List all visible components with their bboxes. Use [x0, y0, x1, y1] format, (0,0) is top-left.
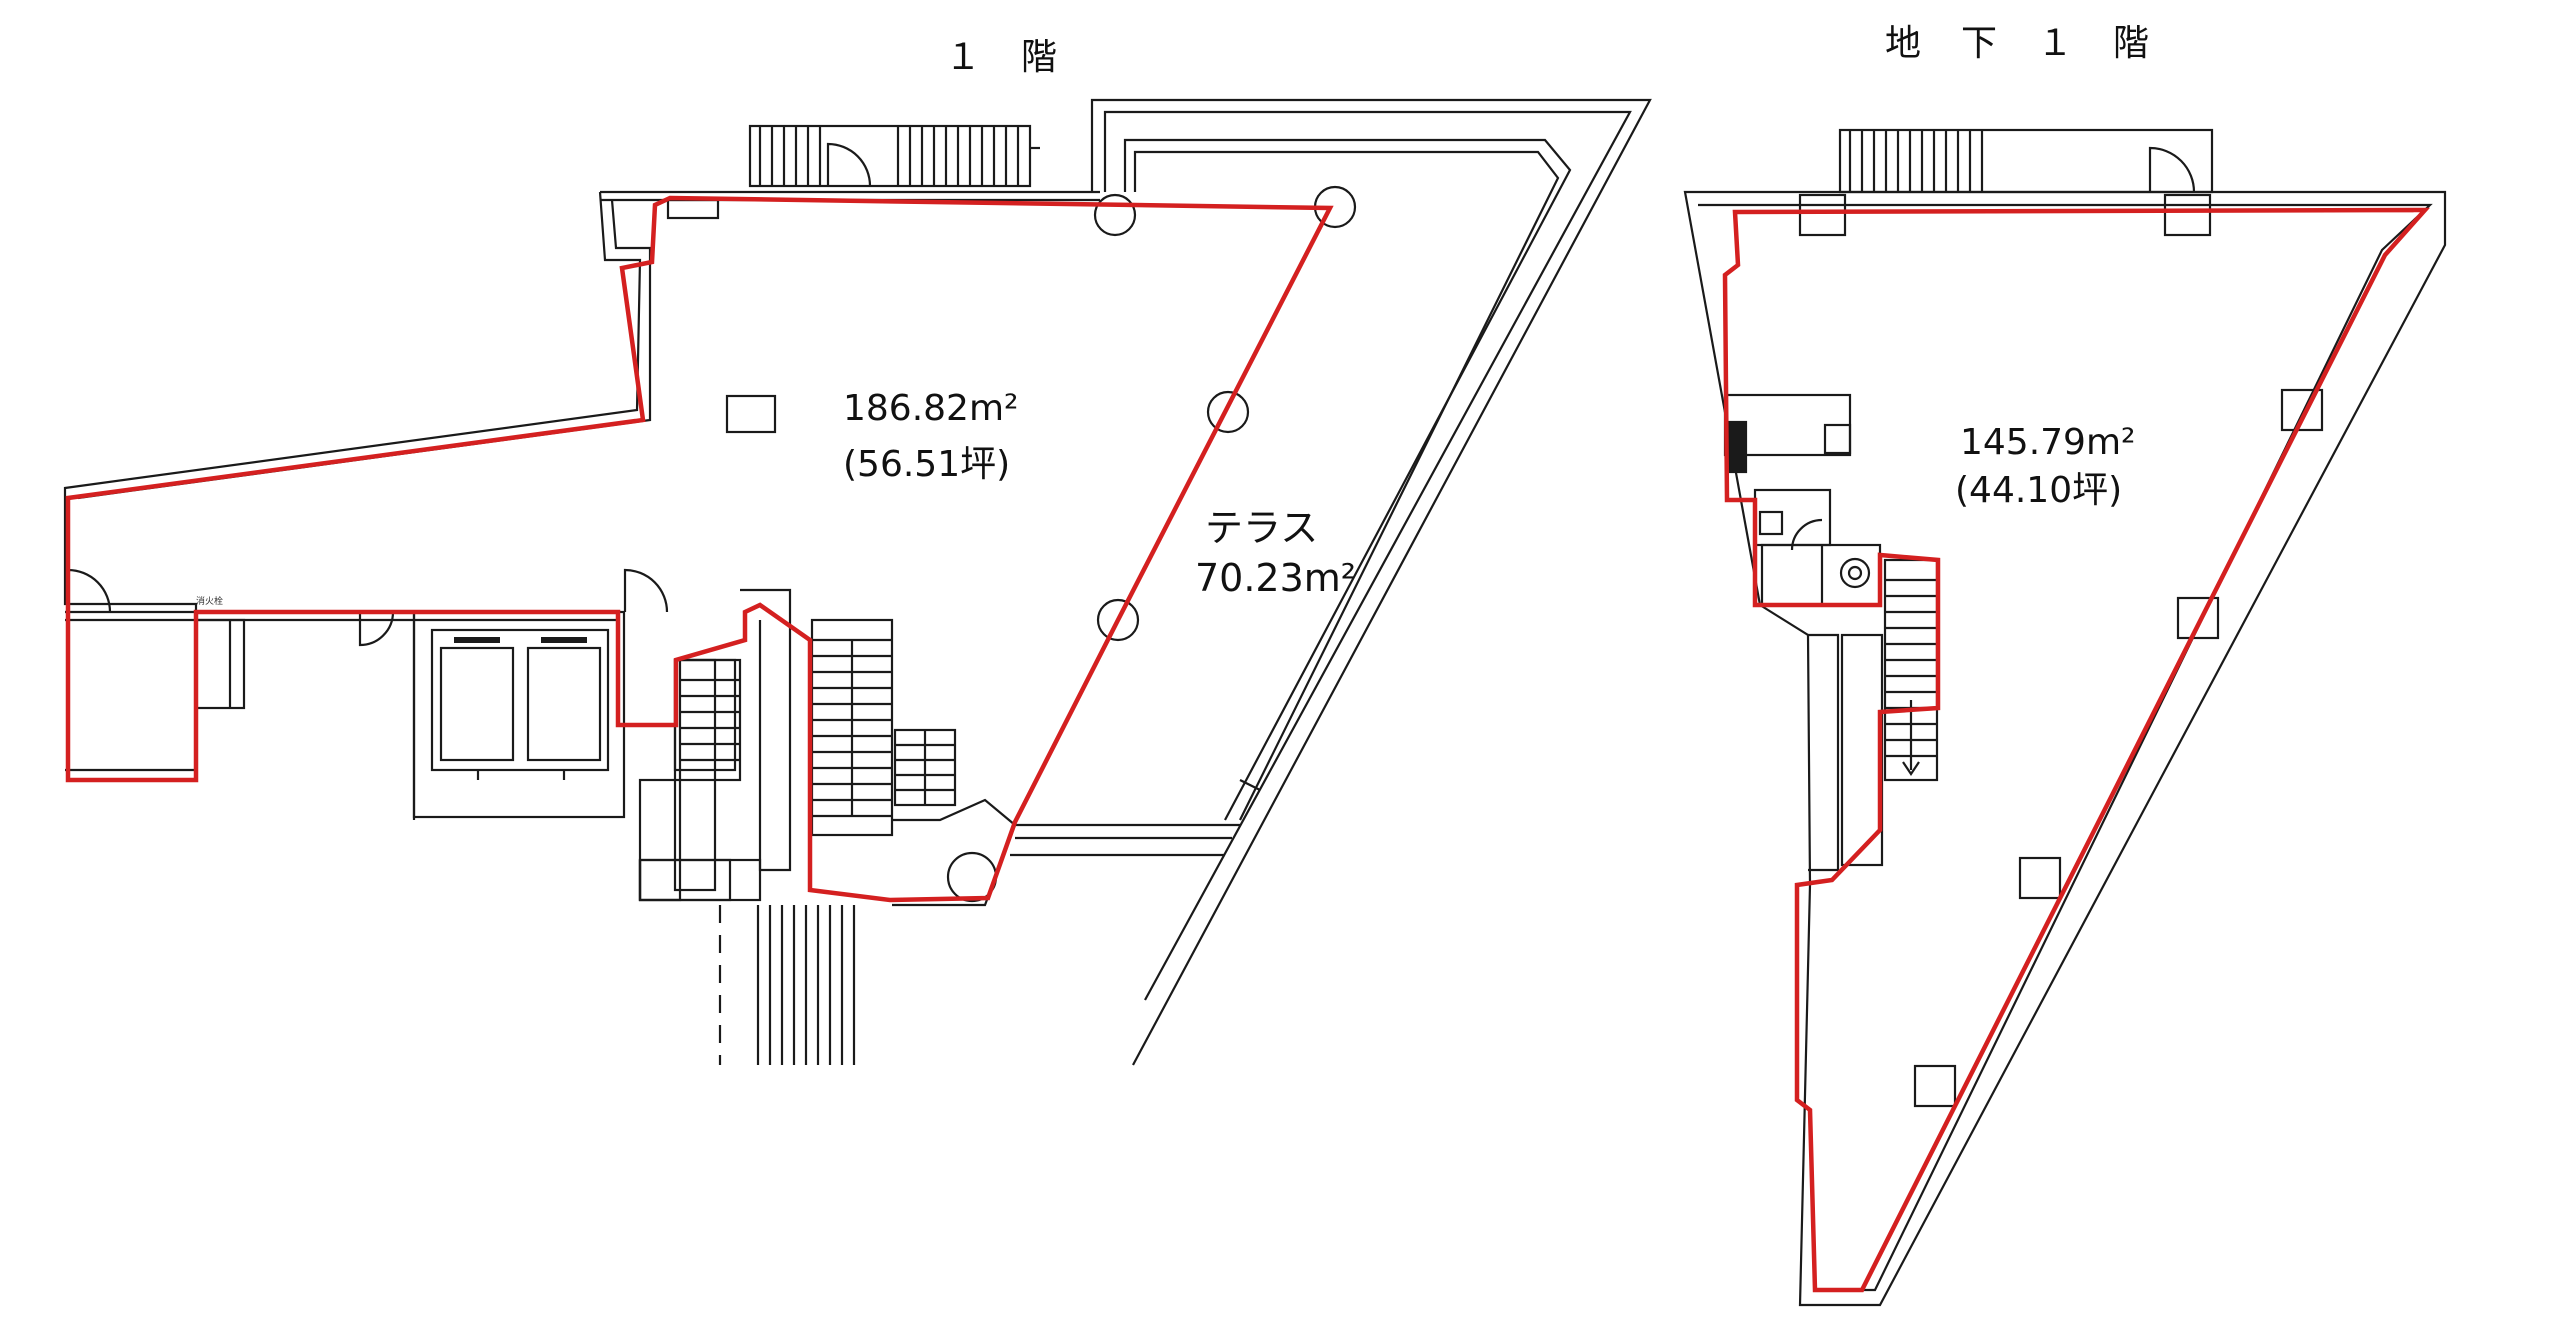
basement-floor-plan	[1683, 128, 2447, 1307]
first-floor-room-tsubo: (56.51坪)	[843, 444, 1011, 485]
first-floor-red-boundary	[65, 195, 1334, 903]
terrace-label: テラス	[1205, 506, 1319, 550]
hydrant-label: 消火栓	[196, 597, 224, 607]
basement-top-stair	[1838, 128, 2214, 194]
first-floor-room-area: 186.82m²	[843, 388, 1019, 429]
first-floor-top-stair	[748, 124, 1040, 188]
basement-room-area: 145.79m²	[1960, 422, 2136, 463]
first-floor-title: １ 階	[945, 37, 1060, 78]
basement-floor-title: 地 下 １ 階	[1885, 23, 2152, 64]
elevator-core	[412, 610, 626, 820]
first-floor-stair-core	[638, 588, 1017, 907]
first-floor-outer-wall	[63, 191, 642, 772]
basement-outer-wall	[1683, 190, 2447, 1307]
exterior-steps	[718, 905, 856, 1065]
terrace-area: 70.23m²	[1195, 556, 1357, 600]
terrace-walls	[1010, 98, 1652, 1066]
first-floor-plan	[63, 98, 1652, 1066]
basement-room-tsubo: (44.10坪)	[1955, 470, 2123, 511]
basement-red-boundary	[1722, 207, 2431, 1293]
